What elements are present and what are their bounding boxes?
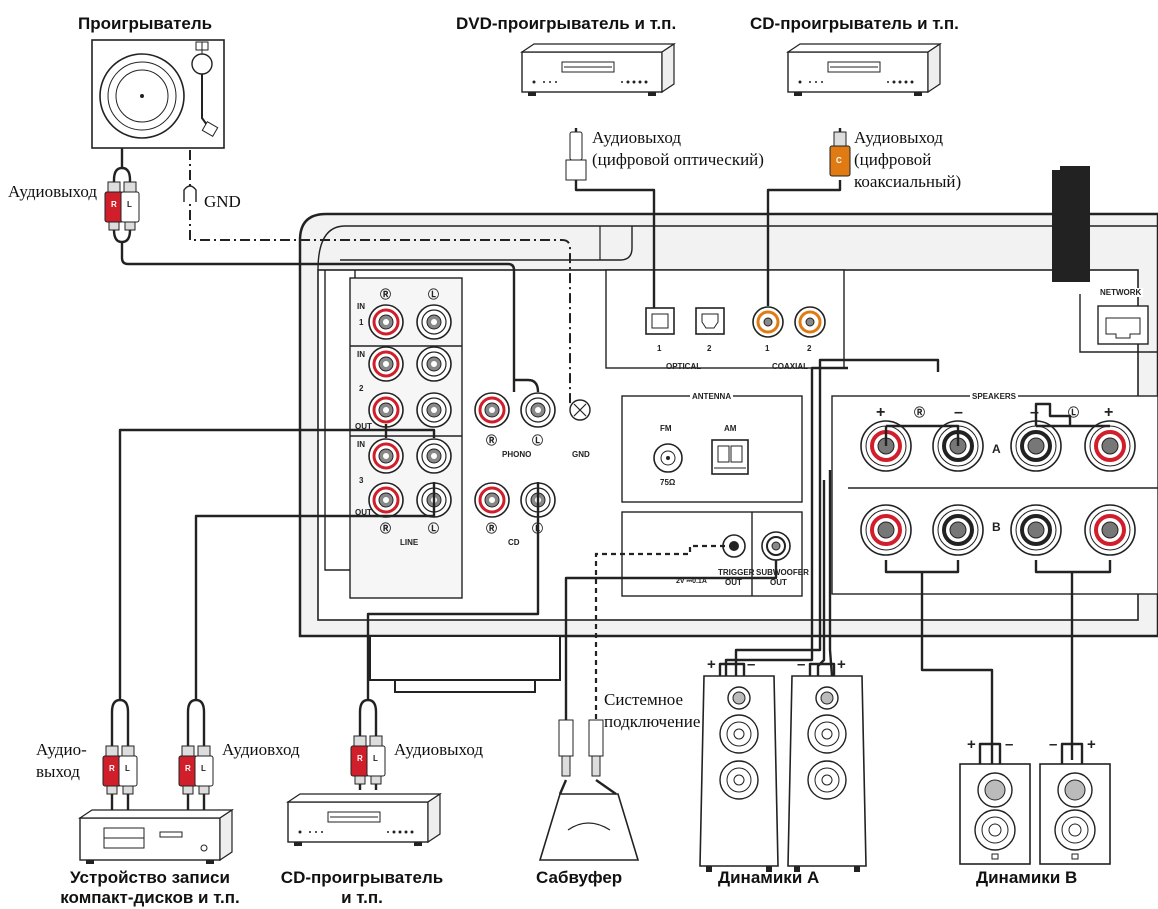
line-label: LINE <box>400 538 418 547</box>
system-note-1: Системное <box>604 690 683 710</box>
trigger-out-label: OUT <box>725 578 742 587</box>
optical-note-1: Аудиовыход <box>592 128 681 148</box>
plug-r-label: R <box>111 200 117 209</box>
polarity-minus: – <box>1049 736 1057 753</box>
cd-panel-label: CD <box>508 538 520 547</box>
plug-r-label: R <box>109 764 115 773</box>
antenna-label: ANTENNA <box>690 392 733 401</box>
trigger-label: TRIGGER <box>718 568 754 577</box>
optical-2-label: 2 <box>707 344 711 353</box>
plug-l-label: L <box>125 764 130 773</box>
polarity-plus: + <box>837 656 846 673</box>
optical-label: OPTICAL <box>666 362 701 371</box>
line-r-mark: Ⓡ <box>380 520 391 536</box>
coaxial-note-2: (цифровой <box>854 150 931 170</box>
turntable-device <box>92 40 224 148</box>
turntable-title: Проигрыватель <box>78 14 212 34</box>
speakers-label: SPEAKERS <box>970 392 1018 401</box>
phono-r-mark: Ⓡ <box>486 432 497 448</box>
volt-label: 2V ⎓0.1A <box>676 578 707 586</box>
cd-bottom-title-2: и т.п. <box>262 888 462 908</box>
subwoofer-device <box>540 794 638 860</box>
polarity-plus: + <box>707 656 716 673</box>
dvd-player-device <box>522 44 674 96</box>
label-1: 1 <box>359 318 363 327</box>
panel-r-mark: Ⓡ <box>380 286 391 302</box>
minus-label: – <box>1030 404 1039 422</box>
coaxial-1-label: 1 <box>765 344 769 353</box>
subwoofer-label: SUBWOOFER <box>756 568 809 577</box>
fm-label: FM <box>660 424 672 433</box>
ohm-label: 75Ω <box>660 478 675 487</box>
gnd-note: GND <box>204 192 241 212</box>
network-label: NETWORK <box>1098 288 1143 297</box>
cd-recorder-device <box>80 810 232 864</box>
polarity-minus: – <box>1005 736 1013 753</box>
label-in3: IN <box>357 440 365 449</box>
recorder-out-note-1: Аудио- <box>36 740 87 760</box>
cd-out-note: Аудиовыход <box>394 740 483 760</box>
plug-r-label: R <box>357 754 363 763</box>
polarity-minus: – <box>797 656 805 673</box>
optical-1-label: 1 <box>657 344 661 353</box>
speaker-a-left <box>700 676 778 872</box>
phono-l-mark: Ⓛ <box>532 432 543 448</box>
recorder-title-2: компакт-дисков и т.п. <box>40 888 260 908</box>
plus-label: + <box>876 404 885 422</box>
polarity-plus: + <box>967 736 976 753</box>
speakers-a-title: Динамики A <box>718 868 819 888</box>
turntable-out-note: Аудиовыход <box>8 182 97 202</box>
plus-label: + <box>1104 404 1113 422</box>
line-l-mark: Ⓛ <box>428 520 439 536</box>
system-note-2: подключение <box>604 712 700 732</box>
label-in1: IN <box>357 302 365 311</box>
speakers-b-title: Динамики B <box>976 868 1077 888</box>
gnd-panel-label: GND <box>572 450 590 459</box>
subwoofer-title: Сабвуфер <box>536 868 622 888</box>
cd-l-mark: Ⓛ <box>532 520 543 536</box>
speaker-b-left <box>960 764 1030 864</box>
panel-l-mark: Ⓛ <box>428 286 439 302</box>
cd-player-top-device <box>788 44 940 96</box>
plug-c-label: C <box>836 156 842 165</box>
plug-r-label: R <box>185 764 191 773</box>
speaker-a-right <box>788 676 866 872</box>
cd-r-mark: Ⓡ <box>486 520 497 536</box>
cd-bottom-title-1: CD-проигрыватель <box>262 868 462 888</box>
subwoofer-out-label: OUT <box>770 578 787 587</box>
recorder-out-note-2: выход <box>36 762 80 782</box>
speakers-b-label: B <box>992 520 1001 534</box>
minus-label: – <box>954 404 963 422</box>
speaker-b-right <box>1040 764 1110 864</box>
coaxial-2-label: 2 <box>807 344 811 353</box>
label-3: 3 <box>359 476 363 485</box>
gnd-terminal <box>570 400 590 420</box>
label-out2: OUT <box>355 422 372 431</box>
coaxial-note-1: Аудиовыход <box>854 128 943 148</box>
recorder-in-note: Аудиовход <box>222 740 300 760</box>
cd-player-bottom-device <box>288 794 440 846</box>
speakers-l-mark: Ⓛ <box>1068 404 1079 420</box>
recorder-title-1: Устройство записи <box>40 868 260 888</box>
label-in2: IN <box>357 350 365 359</box>
speakers-a-label: A <box>992 442 1001 456</box>
optical-note-2: (цифровой оптический) <box>592 150 764 170</box>
label-2: 2 <box>359 384 363 393</box>
speakers-r-mark: Ⓡ <box>914 404 925 420</box>
polarity-minus: – <box>747 656 755 673</box>
coaxial-note-3: коаксиальный) <box>854 172 961 192</box>
dvd-player-title: DVD-проигрыватель и т.п. <box>456 14 676 34</box>
coaxial-label: COAXIAL <box>772 362 808 371</box>
polarity-plus: + <box>1087 736 1096 753</box>
phono-label: PHONO <box>502 450 531 459</box>
plug-l-label: L <box>201 764 206 773</box>
cd-player-top-title: CD-проигрыватель и т.п. <box>750 14 959 34</box>
plug-l-label: L <box>373 754 378 763</box>
plug-l-label: L <box>127 200 132 209</box>
label-out3: OUT <box>355 508 372 517</box>
am-label: AM <box>724 424 736 433</box>
